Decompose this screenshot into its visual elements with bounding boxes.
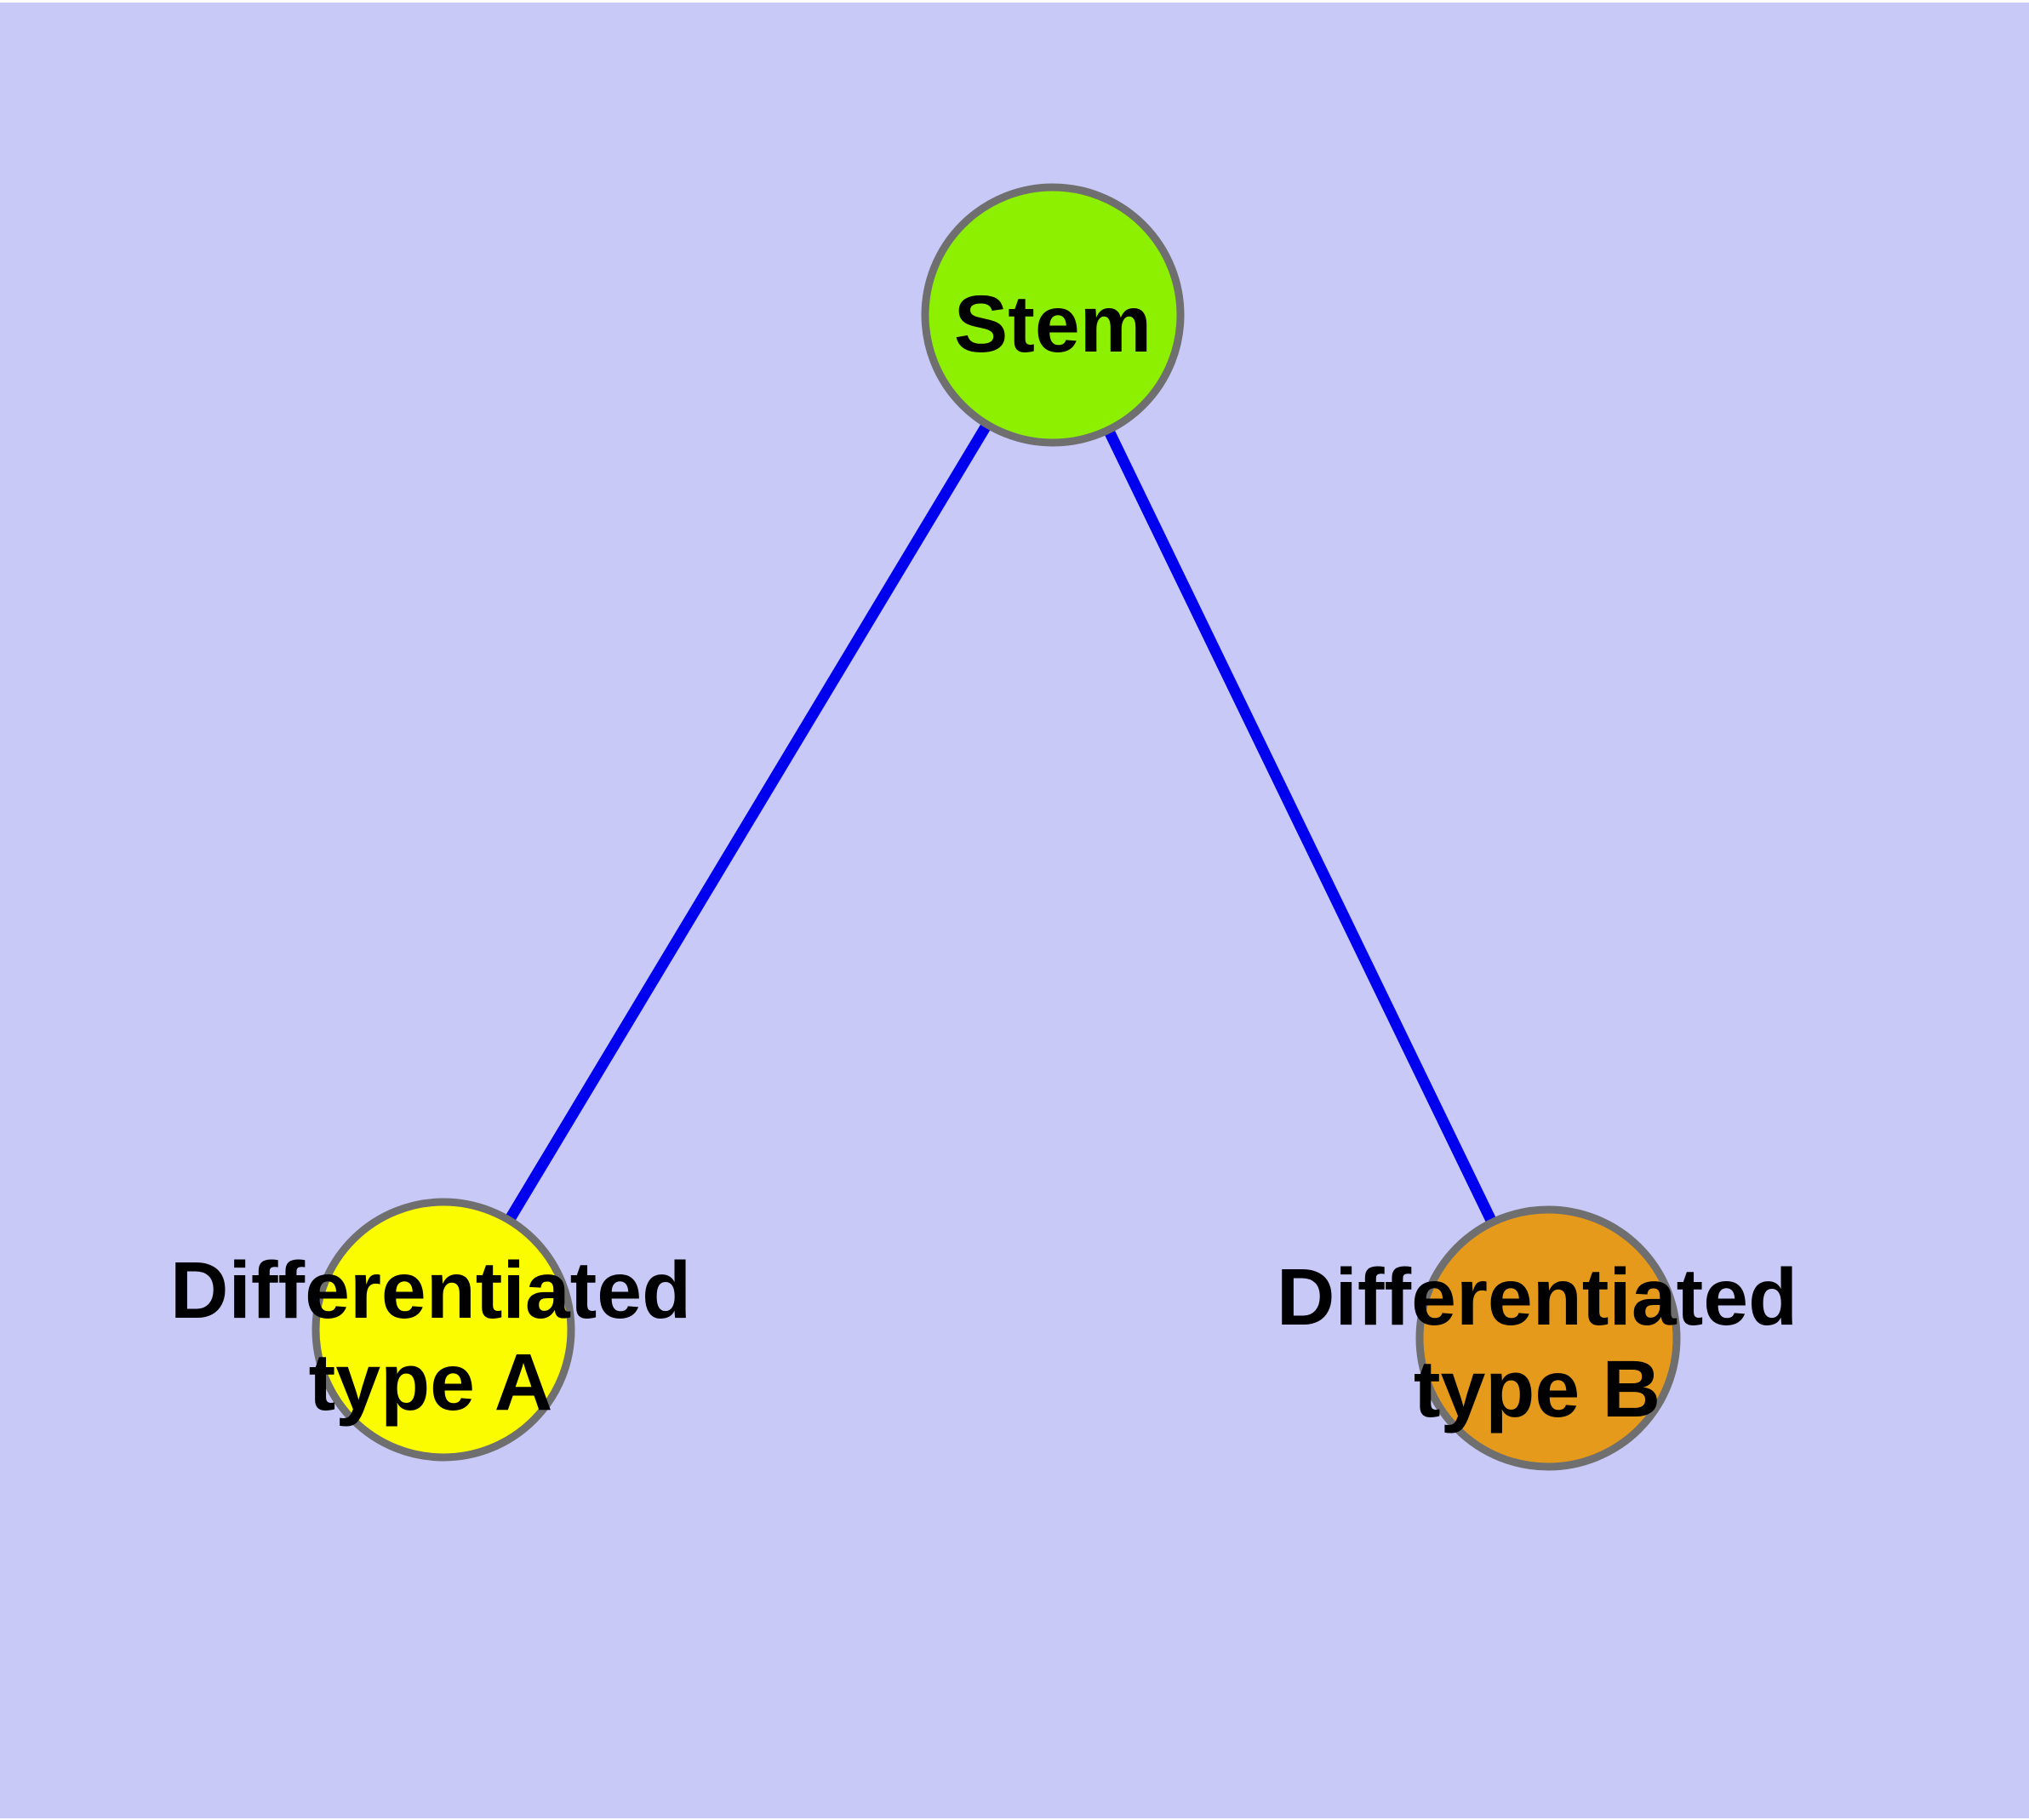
label-layer: Stem Differentiated type A Differentiate… [170, 279, 1798, 1434]
node-type-a-label-line1: Differentiated [170, 1245, 691, 1336]
edge-layer [438, 312, 1553, 1341]
node-type-b-label-line1: Differentiated [1277, 1252, 1798, 1342]
node-type-b-label-line2: type B [1414, 1344, 1660, 1434]
node-stem-label: Stem [954, 279, 1152, 369]
node-type-a-label-line2: type A [309, 1337, 553, 1428]
node-stem [921, 183, 1185, 447]
node-differentiated-type-b [1415, 1205, 1681, 1471]
edge-stem-to-type-a [438, 312, 1058, 1333]
node-layer [311, 183, 1681, 1471]
edge-stem-to-type-b [1048, 312, 1553, 1341]
node-differentiated-type-a [311, 1198, 575, 1462]
